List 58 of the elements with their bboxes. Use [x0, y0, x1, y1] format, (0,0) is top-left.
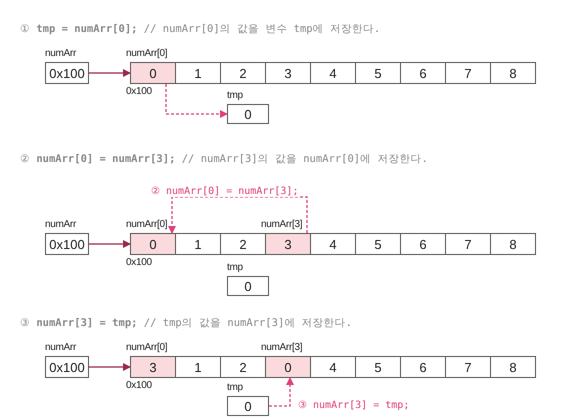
array-cell: 1 — [175, 233, 221, 255]
variable-name: numArr[3] — [261, 219, 302, 230]
array-cell: 0 — [130, 233, 176, 255]
array-cell: 8 — [490, 62, 536, 84]
array-cell: 4 — [310, 356, 356, 378]
variable-name: numArr — [45, 219, 76, 230]
array-cell: 8 — [490, 233, 536, 255]
variable-name: numArr — [45, 342, 76, 353]
array-cell: 0 — [265, 356, 311, 378]
variable-box: 0 — [227, 396, 269, 416]
variable-name: numArr — [45, 48, 76, 59]
array-cell: 3 — [265, 233, 311, 255]
array-cell: 2 — [220, 233, 266, 255]
code-line: ③ numArr[3] = tmp; // tmp의 값을 numArr[3]에 저장한다. — [20, 316, 352, 330]
arrow — [89, 363, 131, 371]
variable-name: numArr[3] — [261, 342, 302, 353]
array-cell: 4 — [310, 62, 356, 84]
array-cell: 2 — [220, 356, 266, 378]
variable-name: tmp — [227, 90, 243, 101]
arrow — [89, 69, 131, 77]
variable-name: numArr[0] — [126, 342, 168, 353]
array-cell: 4 — [310, 233, 356, 255]
array-cell: 0 — [130, 62, 176, 84]
array-cell: 5 — [355, 62, 401, 84]
array-cell: 6 — [400, 356, 446, 378]
arrow — [168, 196, 308, 234]
address-label: 0x100 — [126, 86, 152, 97]
address-box: 0x100 — [45, 62, 89, 84]
address-box: 0x100 — [45, 233, 89, 255]
array-cell: 7 — [445, 233, 491, 255]
address-box: 0x100 — [45, 356, 89, 378]
array-cell: 3 — [130, 356, 176, 378]
array-cell: 5 — [355, 356, 401, 378]
array-cell: 5 — [355, 233, 401, 255]
variable-box: 0 — [227, 104, 269, 124]
array-cell: 7 — [445, 356, 491, 378]
array-cell: 2 — [220, 62, 266, 84]
array-cell: 8 — [490, 356, 536, 378]
address-label: 0x100 — [126, 380, 152, 391]
variable-name: tmp — [227, 382, 243, 393]
edge-label: ② numArr[0] = numArr[3]; — [150, 185, 300, 197]
code-line: ② numArr[0] = numArr[3]; // numArr[3]의 값을 numArr[0]에 저장한다. — [20, 152, 428, 166]
variable-name: numArr[0] — [126, 219, 168, 230]
array-cell: 6 — [400, 62, 446, 84]
code-line: ① tmp = numArr[0]; // numArr[0]의 값을 변수 tmp에 저장한다. — [20, 22, 380, 36]
variable-name: tmp — [227, 262, 243, 273]
variable-box: 0 — [227, 276, 269, 296]
arrow — [165, 84, 228, 118]
edge-label: ③ numArr[3] = tmp; — [297, 399, 410, 411]
arrow — [269, 377, 294, 407]
address-label: 0x100 — [126, 257, 152, 268]
array-cell: 6 — [400, 233, 446, 255]
array-cell: 1 — [175, 356, 221, 378]
variable-name: numArr[0] — [126, 48, 168, 59]
arrow — [89, 240, 131, 248]
array-cell: 7 — [445, 62, 491, 84]
array-cell: 1 — [175, 62, 221, 84]
array-cell: 3 — [265, 62, 311, 84]
